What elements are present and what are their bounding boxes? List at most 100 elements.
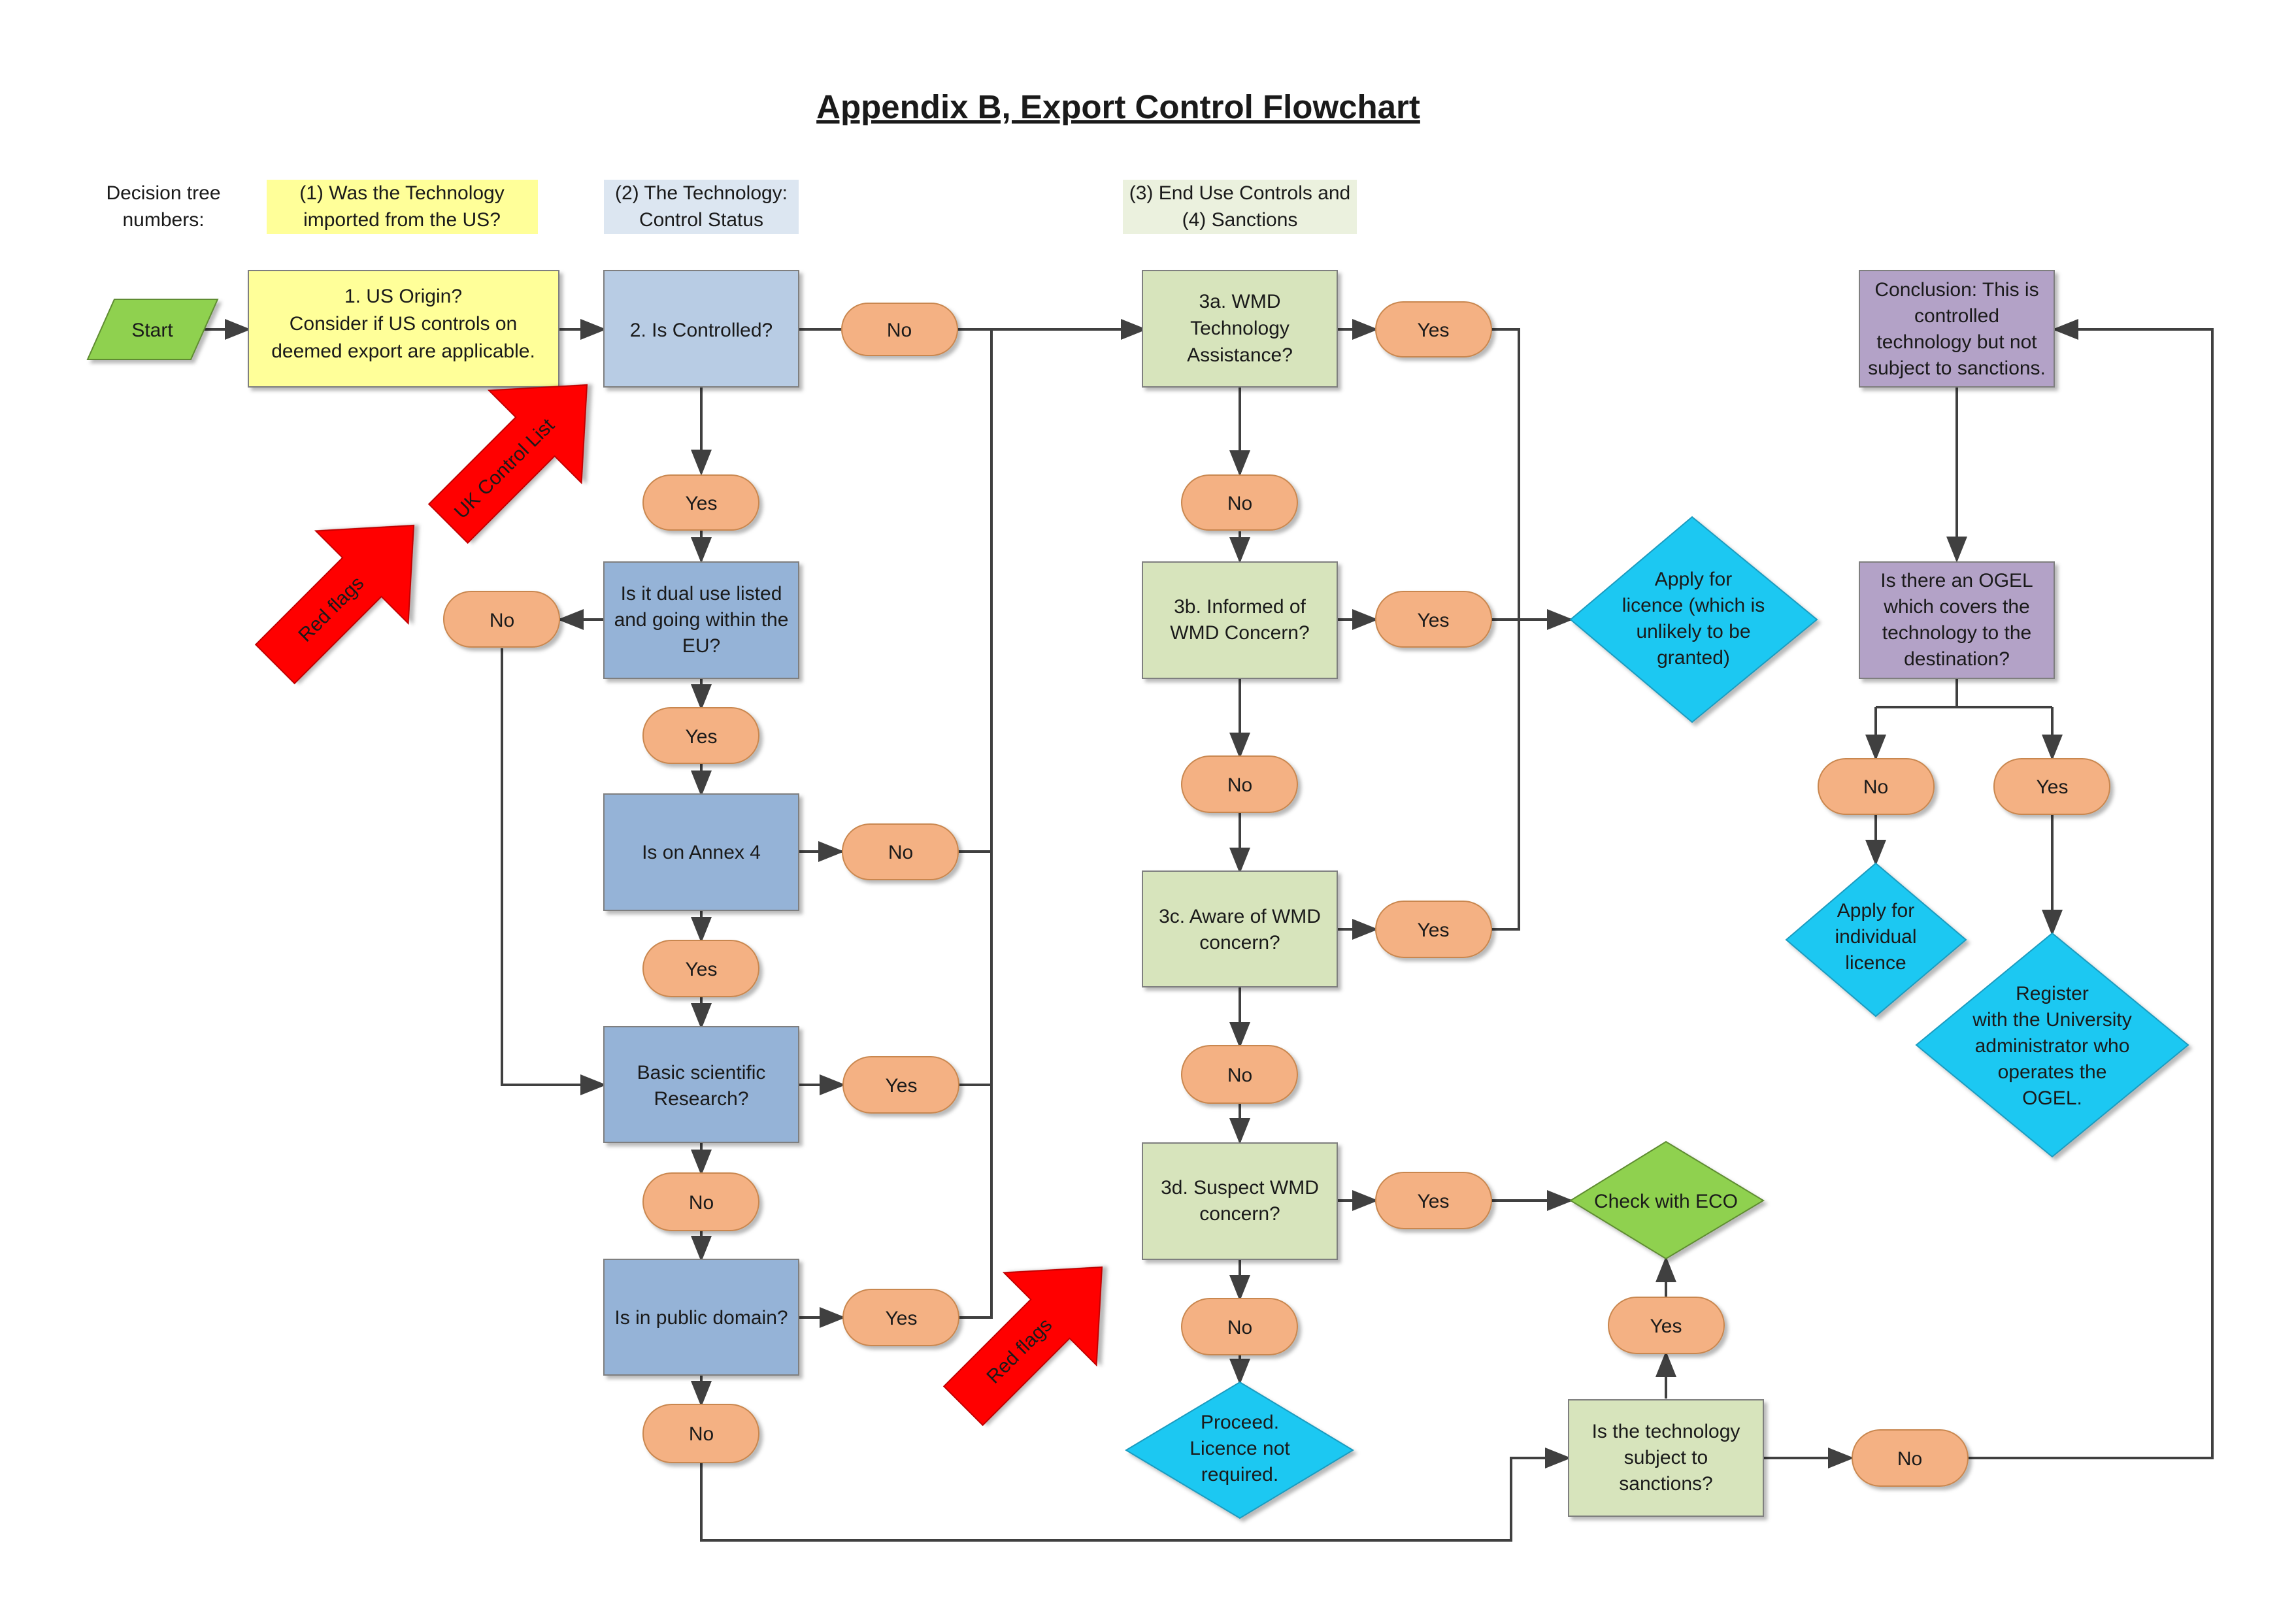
header-end-use-sanctions-line: (3) End Use Controls and — [1129, 182, 1351, 204]
answer-3d-no: No — [1181, 1298, 1298, 1355]
answer-pill-label: No — [887, 320, 912, 341]
header-end-use-sanctions-box — [1123, 180, 1357, 234]
wmd-3b-box — [1142, 561, 1338, 679]
page-title: Appendix B, Export Control Flowchart — [816, 88, 1420, 125]
basic-research-box — [603, 1026, 799, 1143]
answer-sanctions-no: No — [1852, 1429, 1969, 1487]
dual-use-line: Is it dual use listed — [621, 583, 782, 605]
answer-3a-yes: Yes — [1375, 301, 1492, 357]
answer-dual-no: No — [443, 591, 560, 648]
answer-pill-label: No — [689, 1423, 714, 1445]
dual-use-line: and going within the — [614, 609, 789, 631]
register-line: Register — [2016, 983, 2089, 1004]
check-eco-line: Check with ECO — [1594, 1191, 1738, 1212]
apply-individual-diamond — [1785, 862, 1967, 1018]
answer-pills: No Yes No Yes No Yes Yes No — [443, 301, 2110, 1487]
sanctions-line: subject to — [1624, 1447, 1708, 1468]
annex4-line: Is on Annex 4 — [642, 842, 761, 863]
answer-pill-shape — [642, 940, 759, 997]
header-decision-tree: Decision tree numbers: — [106, 182, 220, 231]
header-us-import-line: imported from the US? — [303, 209, 501, 231]
sanctions-line: Is the technology — [1592, 1421, 1740, 1442]
apply-individual-line: Apply for — [1837, 900, 1914, 921]
header-decision-tree-line: numbers: — [122, 209, 204, 231]
apply-licence-line: Apply for — [1655, 569, 1732, 590]
answer-pill-shape — [642, 1404, 759, 1463]
us-origin-line: 1. US Origin? — [344, 286, 462, 307]
proceed-line: required. — [1201, 1464, 1278, 1485]
answer-pill-label: Yes — [2037, 776, 2069, 798]
answer-pill-label: Yes — [1650, 1316, 1682, 1337]
connector — [700, 1448, 1571, 1542]
register-line: administrator who — [1975, 1035, 2130, 1057]
connector — [1876, 678, 1958, 708]
wmd-3d-node: 3d. Suspect WMD concern? — [1142, 1142, 1338, 1260]
answer-3b-no: No — [1181, 755, 1298, 813]
answer-pill-shape — [1852, 1429, 1969, 1487]
register-line: OGEL. — [2022, 1087, 2082, 1109]
answer-pill-label: Yes — [686, 493, 718, 514]
answer-pill-label: No — [1897, 1448, 1922, 1470]
wmd-3d-line: 3d. Suspect WMD — [1161, 1177, 1319, 1199]
answer-ogel-yes: Yes — [1993, 758, 2110, 815]
answer-3d-yes: Yes — [1375, 1172, 1492, 1229]
sanctions-box — [1568, 1399, 1764, 1517]
header-us-import-box — [267, 180, 538, 234]
answer-research-yes: Yes — [842, 1056, 959, 1114]
wmd-3b-line: 3b. Informed of — [1174, 596, 1306, 618]
header-us-import: (1) Was the Technology imported from the… — [267, 180, 538, 234]
wmd-3a-line: Assistance? — [1187, 344, 1293, 366]
wmd-3c-line: concern? — [1199, 932, 1280, 953]
answer-pill-shape — [642, 1172, 759, 1231]
ogel-line: Is there an OGEL — [1880, 570, 2033, 591]
sanctions-node: Is the technology subject to sanctions? — [1568, 1399, 1764, 1517]
answer-pill-label: No — [490, 610, 514, 631]
answer-ogel-no: No — [1818, 758, 1935, 815]
register-node: Register with the University administrat… — [1915, 932, 2189, 1158]
answer-controlled-yes: Yes — [642, 474, 759, 531]
arrow-shape — [942, 1266, 1103, 1427]
apply-licence-diamond — [1569, 516, 1818, 723]
public-domain-box — [603, 1259, 799, 1376]
proceed-diamond — [1125, 1381, 1354, 1519]
annex4-node: Is on Annex 4 — [603, 793, 799, 911]
apply-individual-line: individual — [1835, 926, 1916, 948]
answer-pill-shape — [841, 303, 958, 356]
start-label: Start — [131, 320, 173, 341]
answer-pill-label: Yes — [886, 1075, 918, 1097]
answer-pill-label: Yes — [686, 726, 718, 748]
check-eco-node: Check with ECO — [1569, 1140, 1765, 1260]
apply-licence-line: licence (which is — [1622, 595, 1765, 616]
connector — [957, 329, 993, 1319]
header-end-use-sanctions: (3) End Use Controls and (4) Sanctions — [1123, 180, 1357, 234]
apply-licence-line: granted) — [1657, 647, 1730, 669]
answer-pill-shape — [1181, 755, 1298, 813]
wmd-3d-box — [1142, 1142, 1338, 1260]
us-origin-line: deemed export are applicable. — [271, 340, 535, 362]
wmd-3a-node: 3a. WMD Technology Assistance? — [1142, 270, 1338, 388]
answer-3c-no: No — [1181, 1045, 1298, 1104]
apply-individual-line: licence — [1845, 952, 1906, 974]
apply-licence-line: unlikely to be — [1636, 621, 1750, 642]
wmd-3d-line: concern? — [1199, 1203, 1280, 1225]
answer-pill-label: No — [888, 842, 913, 863]
conclusion-line: Conclusion: This is — [1874, 279, 2038, 301]
dual-use-line: EU? — [682, 635, 720, 657]
header-us-import-line: (1) Was the Technology — [299, 182, 505, 204]
answer-public-no: No — [642, 1404, 759, 1463]
check-eco-diamond — [1569, 1140, 1765, 1260]
register-line: operates the — [1998, 1061, 2107, 1083]
public-domain-line: Is in public domain? — [614, 1307, 788, 1329]
wmd-3b-line: WMD Concern? — [1170, 622, 1309, 644]
answer-pill-shape — [842, 823, 959, 880]
ogel-line: which covers the — [1883, 596, 2029, 618]
apply-individual-node: Apply for individual licence — [1785, 862, 1967, 1018]
wmd-3a-box — [1142, 270, 1338, 388]
connectors — [203, 319, 2214, 1542]
basic-research-node: Basic scientific Research? — [603, 1026, 799, 1143]
answer-3c-yes: Yes — [1375, 901, 1492, 958]
conclusion-node: Conclusion: This is controlled technolog… — [1859, 270, 2055, 388]
answer-pill-shape — [642, 707, 759, 764]
is-controlled-line: 2. Is Controlled? — [630, 320, 773, 341]
